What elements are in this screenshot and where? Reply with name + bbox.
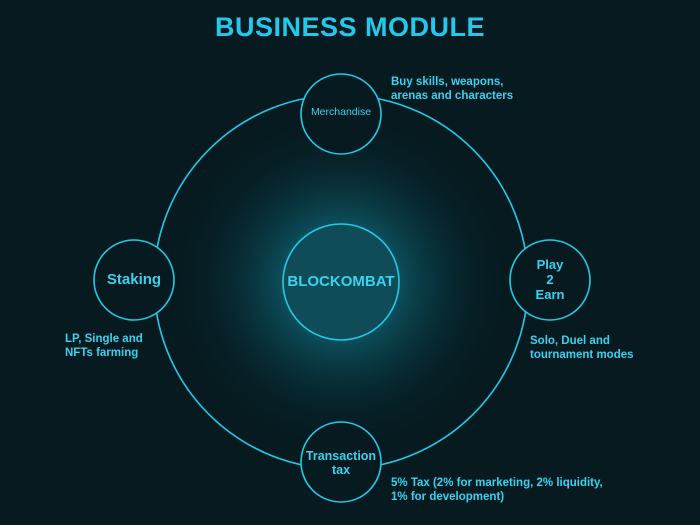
- transaction-tax-note-line: 5% Tax (2% for marketing, 2% liquidity,: [391, 477, 603, 489]
- play2earn-note-line: tournament modes: [530, 349, 634, 362]
- staking-label: Staking: [106, 271, 162, 288]
- merchandise-note-line: Buy skills, weapons,: [391, 76, 504, 88]
- transaction-tax-label: Transaction tax: [296, 449, 386, 478]
- staking-note-line: NFTs farming: [65, 347, 139, 360]
- transaction-tax-node: [300, 421, 382, 503]
- play2earn-node: [509, 239, 591, 321]
- page-title: BUSINESS MODULE: [214, 12, 486, 42]
- staking-note: LP, Single and NFTs farming: [65, 332, 143, 361]
- play2earn-label-line: Earn: [535, 286, 565, 302]
- play2earn-note-line: Solo, Duel and: [530, 335, 610, 347]
- center-label: BLOCKOMBAT: [287, 273, 395, 290]
- center-circle: [282, 223, 400, 341]
- merchandise-node: [300, 73, 382, 155]
- play2earn-note: Solo, Duel and tournament modes: [530, 334, 634, 363]
- play2earn-label-line: Play: [536, 257, 564, 272]
- transaction-tax-note: 5% Tax (2% for marketing, 2% liquidity, …: [391, 476, 603, 505]
- staking-node: [93, 239, 175, 321]
- play2earn-label-line: 2: [546, 271, 554, 287]
- play2earn-label: Play 2 Earn: [510, 257, 590, 303]
- merchandise-note: Buy skills, weapons, arenas and characte…: [391, 75, 513, 104]
- transaction-tax-label-line: tax: [331, 463, 351, 478]
- staking-note-line: LP, Single and: [65, 333, 143, 345]
- transaction-tax-note-line: 1% for development): [391, 491, 505, 504]
- merchandise-note-line: arenas and characters: [391, 90, 514, 103]
- transaction-tax-label-line: Transaction: [305, 449, 377, 463]
- merchandise-label: Merchandise: [310, 106, 372, 118]
